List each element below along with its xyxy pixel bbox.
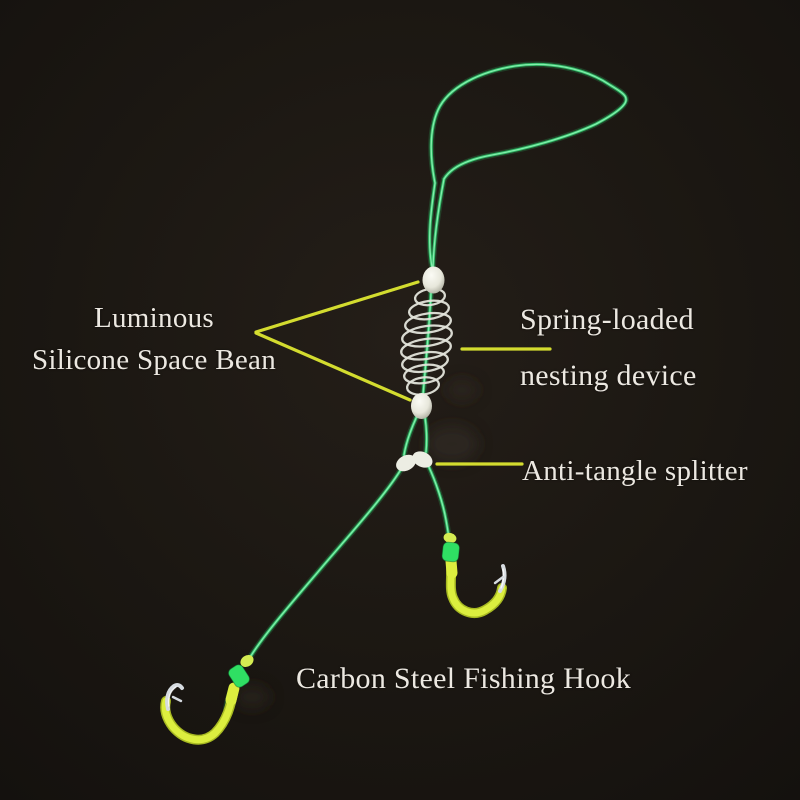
label-luminous-space-bean: Luminous Silicone Space Bean — [8, 297, 300, 381]
pointer-bean-bottom — [254, 331, 412, 402]
hook-point-right — [498, 564, 507, 593]
hook-right — [441, 532, 507, 618]
label-spring-line2: nesting device — [520, 359, 697, 392]
label-carbon-steel-hook: Carbon Steel Fishing Hook — [296, 662, 631, 695]
hook-left — [160, 654, 254, 745]
hook-band-right — [441, 541, 460, 563]
label-spring-line1: Spring-loaded — [520, 303, 694, 336]
label-spring-loaded-device: Spring-loaded nesting device — [520, 292, 697, 404]
space-bead-bottom — [411, 393, 432, 419]
hook-band-left — [227, 664, 251, 688]
hook-point-left — [165, 682, 184, 711]
label-luminous-line1: Luminous — [93, 302, 214, 334]
space-bead-top — [422, 266, 445, 294]
spring-coil — [400, 287, 453, 396]
photo-shadows — [234, 379, 478, 709]
label-luminous-line2: Silicone Space Bean — [31, 344, 277, 376]
annotation-lines — [254, 280, 552, 466]
pointer-bean-top — [254, 280, 420, 334]
label-anti-tangle-splitter: Anti-tangle splitter — [522, 455, 748, 487]
anti-tangle-splitter — [396, 451, 433, 472]
